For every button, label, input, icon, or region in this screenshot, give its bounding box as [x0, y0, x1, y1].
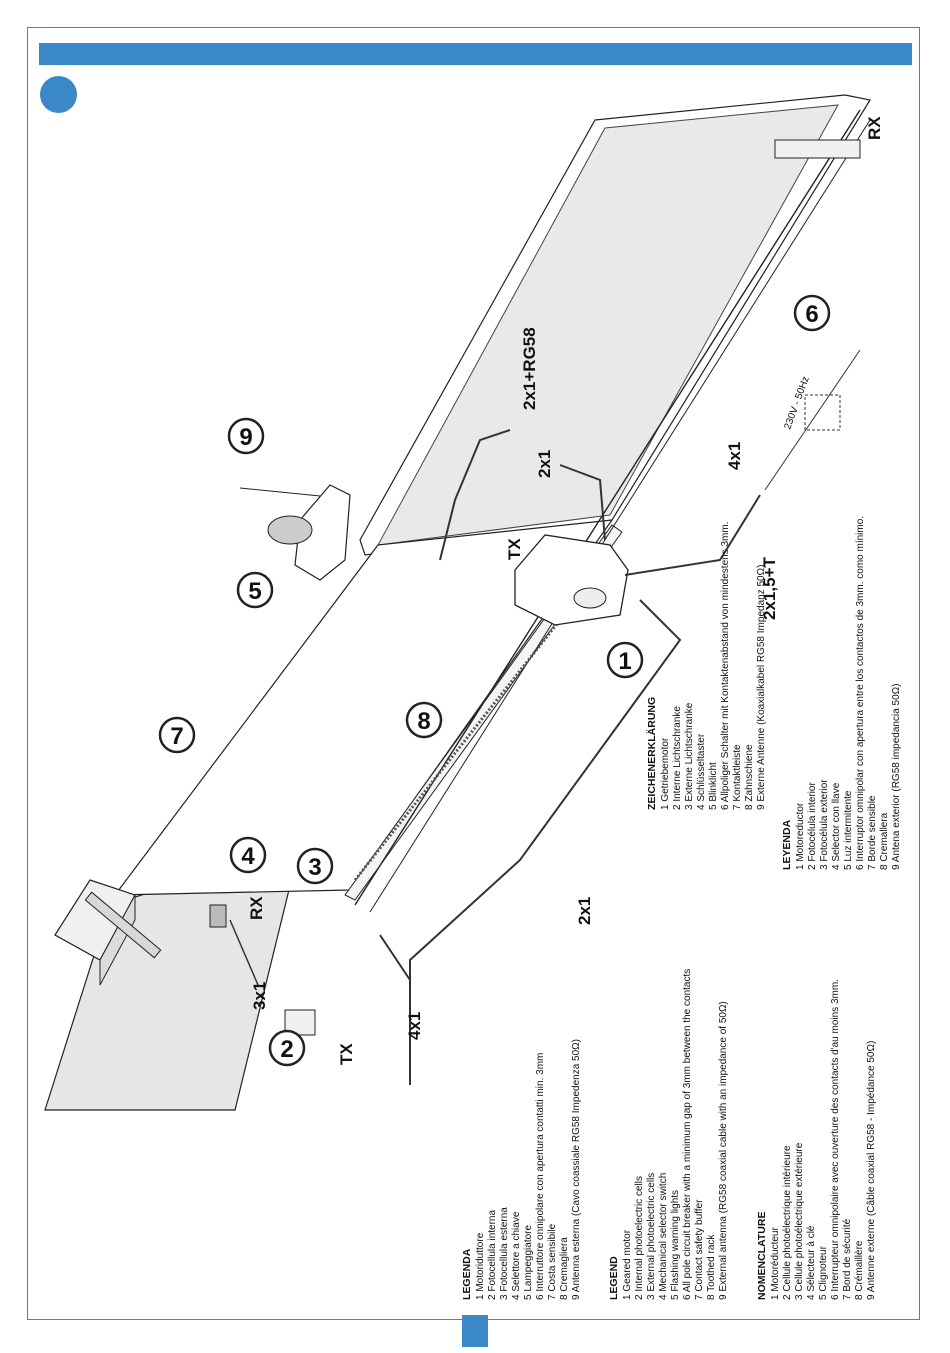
- callout-7: 7: [158, 716, 196, 754]
- cable-2x1-top: [559, 464, 606, 541]
- label-tx-left: TX: [337, 1043, 356, 1065]
- callout-1-number: 1: [618, 648, 631, 675]
- callout-8: 8: [405, 701, 443, 739]
- callout-3: 3: [296, 847, 334, 885]
- label-rx-top: RX: [865, 116, 884, 140]
- label-2x1-5-t: 2x1,5+T: [760, 557, 779, 620]
- page-tab: [462, 1315, 488, 1347]
- label-4x1-right: 4x1: [725, 442, 744, 470]
- gate-panel-shaded: [377, 104, 839, 546]
- callout-5-number: 5: [248, 578, 261, 605]
- callout-6-number: 6: [805, 301, 818, 328]
- power-line: [764, 349, 861, 491]
- label-2x1-bottom: 2x1: [575, 897, 594, 925]
- callout-4-number: 4: [241, 843, 255, 870]
- callout-4: 4: [229, 836, 267, 874]
- circuit-breaker-box: [804, 394, 841, 431]
- callout-3-number: 3: [308, 854, 321, 881]
- callout-8-number: 8: [417, 708, 430, 735]
- cable-2x1-rg58: [439, 429, 511, 561]
- cable-4x1-left: [379, 934, 411, 981]
- label-2x1-rg58: 2x1+RG58: [520, 327, 539, 410]
- photocell-post-rx: [774, 139, 861, 159]
- header-bar: [39, 43, 912, 65]
- label-tx-mid: TX: [505, 538, 524, 560]
- label-power: 230V - 50Hz: [782, 375, 811, 431]
- motor-badge: [573, 587, 607, 609]
- cable-4x1-right: [624, 494, 761, 576]
- pillar-block-side: [99, 894, 136, 986]
- flasher-post: [294, 484, 351, 581]
- label-4x1-left: 4x1: [405, 1012, 424, 1040]
- callout-9: 9: [227, 417, 265, 455]
- antenna-rod: [239, 487, 321, 497]
- callout-7-number: 7: [170, 723, 183, 750]
- cable-2x1-bottom: [409, 599, 682, 1085]
- ground-track-line-2: [369, 119, 871, 913]
- flashing-light: [267, 515, 313, 545]
- gate-leaf: [113, 519, 614, 896]
- safety-edge: [84, 891, 162, 959]
- callout-6: 6: [793, 294, 831, 332]
- callout-5: 5: [236, 571, 274, 609]
- section-marker-dot: [40, 76, 77, 113]
- label-2x1-top: 2x1: [535, 450, 554, 478]
- callout-1: 1: [606, 641, 644, 679]
- cable-3x1: [229, 919, 259, 986]
- callout-2-number: 2: [280, 1036, 293, 1063]
- callout-2: 2: [268, 1029, 306, 1067]
- callout-9-number: 9: [239, 424, 252, 451]
- label-rx-left: RX: [247, 896, 266, 920]
- label-3x1: 3x1: [250, 982, 269, 1010]
- key-selector: [209, 904, 227, 928]
- toothed-rack: [353, 619, 562, 881]
